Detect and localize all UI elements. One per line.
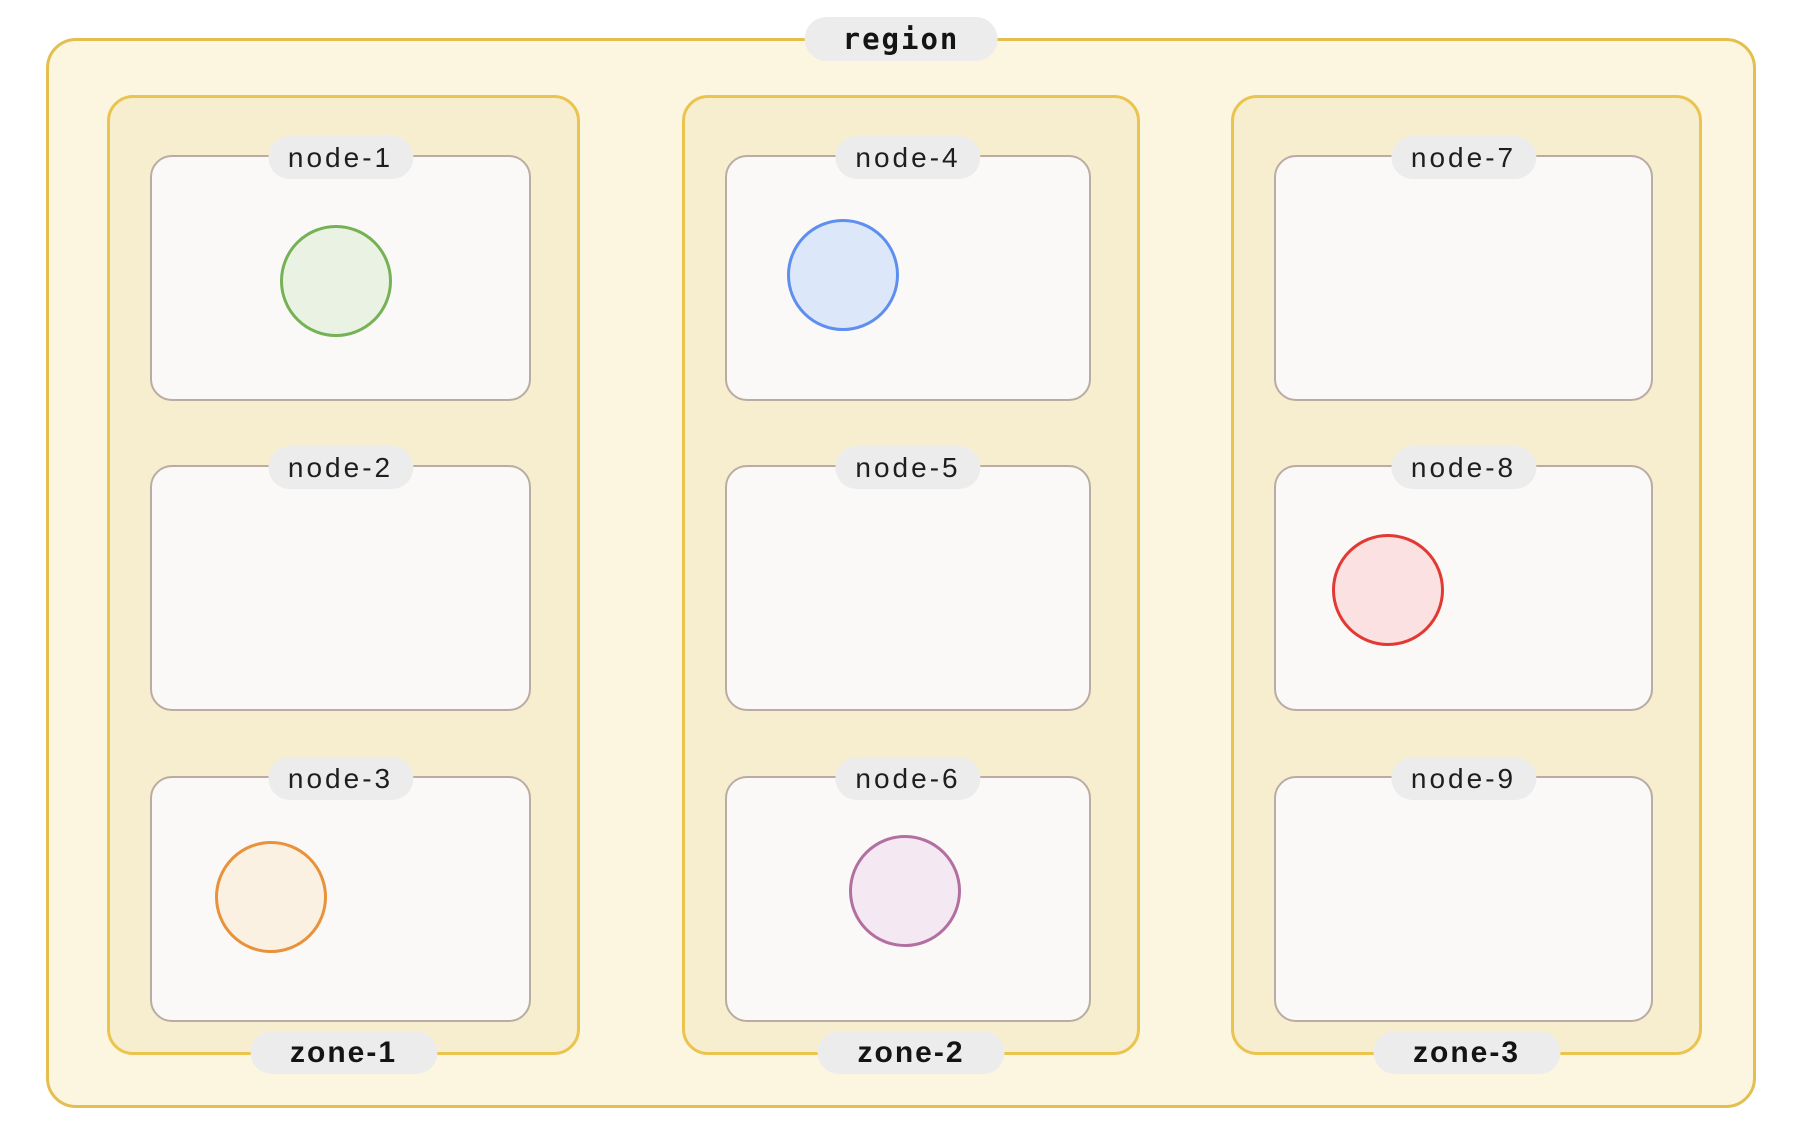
node-box-node-1: node-1 — [150, 136, 531, 401]
node-7-label: node-7 — [1390, 136, 1537, 179]
zone-1-container: node-1 node-2 node-3 zone-1 — [107, 95, 580, 1074]
node-box-node-5: node-5 — [725, 446, 1091, 711]
node-2-label: node-2 — [267, 446, 414, 489]
red-instance-circle — [1331, 534, 1444, 646]
node-4-label: node-4 — [835, 136, 981, 179]
node-box-node-3: node-3 — [150, 757, 531, 1022]
zone-2-label: zone-2 — [817, 1030, 1005, 1074]
node-9-label: node-9 — [1390, 757, 1537, 800]
green-instance-circle — [279, 225, 392, 337]
node-6-label: node-6 — [835, 757, 981, 800]
node-8-label: node-8 — [1390, 446, 1537, 489]
node-3-label: node-3 — [267, 757, 414, 800]
orange-instance-circle — [214, 841, 327, 953]
node-box-node-7: node-7 — [1274, 136, 1653, 401]
node-box-node-8: node-8 — [1274, 446, 1653, 711]
region-label: region — [804, 17, 998, 62]
node-box-node-6: node-6 — [725, 757, 1091, 1022]
zone-1-label: zone-1 — [249, 1030, 438, 1074]
node-box-node-2: node-2 — [150, 446, 531, 711]
zone-2-container: node-4 node-5 node-6 zone-2 — [682, 95, 1140, 1074]
region-container: region node-1 node-2 node-3 zone-1 node-… — [46, 17, 1756, 1108]
node-box-node-4: node-4 — [725, 136, 1091, 401]
plum-instance-circle — [849, 835, 961, 947]
node-5-label: node-5 — [835, 446, 981, 489]
node-box-node-9: node-9 — [1274, 757, 1653, 1022]
blue-instance-circle — [787, 219, 899, 331]
zone-3-label: zone-3 — [1372, 1030, 1561, 1074]
node-1-label: node-1 — [267, 136, 414, 179]
zone-3-container: node-7 node-8 node-9 zone-3 — [1231, 95, 1702, 1074]
